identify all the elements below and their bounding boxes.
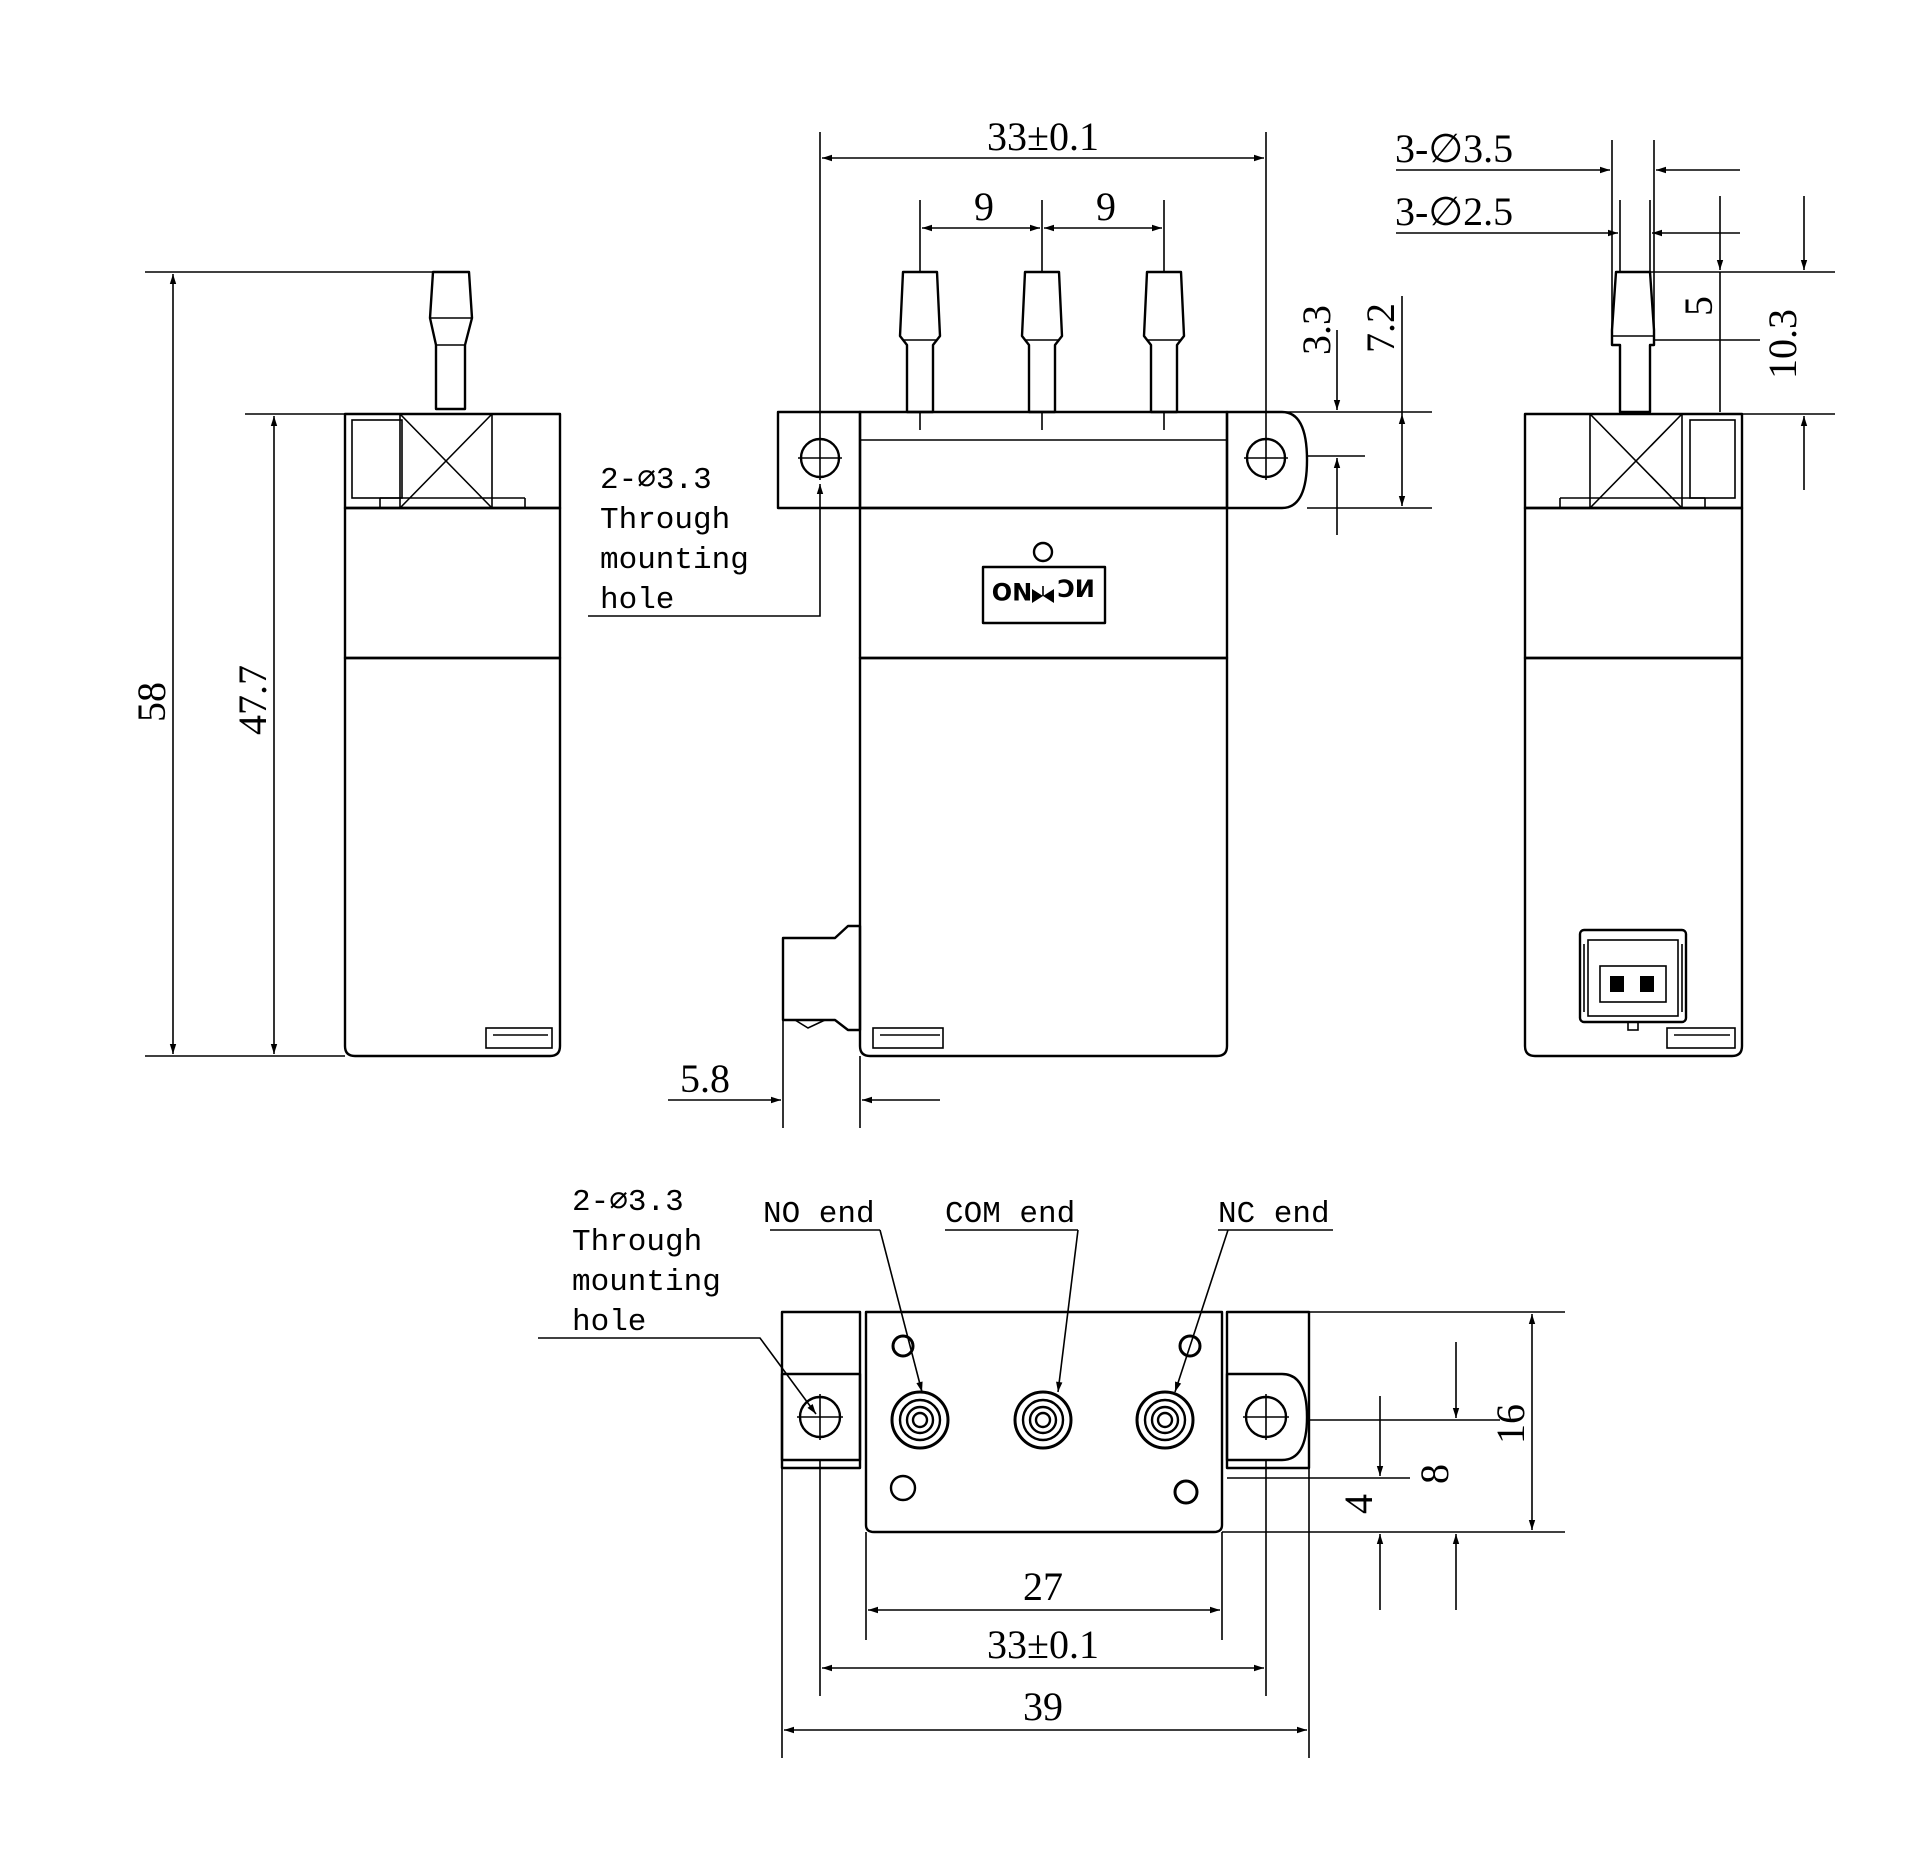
dim-top-width: 33±0.1 bbox=[819, 114, 1267, 436]
mount-hole-note-top: 2-∅3.3 Through mounting hole bbox=[588, 463, 824, 618]
screw-hole bbox=[1178, 1334, 1202, 1358]
note-line: 2-∅3.3 bbox=[600, 463, 712, 498]
mounting-hole bbox=[1244, 436, 1288, 480]
dim-9-right-label: 9 bbox=[1096, 184, 1116, 229]
dim-39-label: 39 bbox=[1023, 1684, 1063, 1729]
dim-port-pitch: 9 9 bbox=[919, 184, 1165, 272]
dim-9-left-label: 9 bbox=[974, 184, 994, 229]
dim-5-label: 5 bbox=[1676, 296, 1721, 316]
dim-barb-length: 5 bbox=[1650, 196, 1835, 412]
label-nc-end: NC end bbox=[1218, 1197, 1330, 1232]
label-nc: NC bbox=[1057, 575, 1095, 603]
dim-33-bottom-label: 33±0.1 bbox=[987, 1622, 1099, 1667]
screw-hole bbox=[889, 1474, 917, 1502]
dim-body-height: 47.7 bbox=[230, 413, 345, 1054]
dim-10-3-label: 10.3 bbox=[1760, 309, 1805, 379]
port-nozzle bbox=[1020, 270, 1064, 430]
screw-hole bbox=[1173, 1479, 1199, 1505]
dim-33-top-label: 33±0.1 bbox=[987, 114, 1099, 159]
port-labels: NO end COM end NC end bbox=[763, 1197, 1333, 1393]
dim-overall-height: 58 bbox=[129, 271, 433, 1057]
dim-58-label: 58 bbox=[129, 682, 174, 722]
bottom-view bbox=[780, 1310, 1311, 1534]
dim-od-label: 3-∅3.5 bbox=[1395, 126, 1513, 171]
dim-flange: 3.3 7.2 bbox=[1227, 296, 1432, 535]
label-no: NO bbox=[992, 577, 1033, 605]
port-no bbox=[890, 1390, 950, 1450]
dim-5-8-label: 5.8 bbox=[680, 1056, 730, 1101]
dim-8-label: 8 bbox=[1412, 1464, 1457, 1484]
dim-bottom-widths: 27 33±0.1 39 bbox=[781, 1460, 1310, 1758]
label-no-end: NO end bbox=[763, 1197, 875, 1232]
note-line: 2-∅3.3 bbox=[572, 1185, 684, 1220]
left-side-view bbox=[343, 270, 562, 1058]
screw-hole bbox=[891, 1334, 915, 1358]
dim-3-3-label: 3.3 bbox=[1294, 305, 1339, 355]
note-line: mounting bbox=[572, 1265, 721, 1300]
dim-7-2-label: 7.2 bbox=[1358, 303, 1403, 353]
note-line: hole bbox=[600, 583, 674, 618]
dim-27-label: 27 bbox=[1023, 1564, 1063, 1609]
label-com-end: COM end bbox=[945, 1197, 1075, 1232]
note-line: Through bbox=[600, 503, 730, 538]
dim-nozzle-length: 10.3 bbox=[1742, 196, 1835, 490]
port-com bbox=[1013, 1390, 1073, 1450]
port-nozzle bbox=[898, 270, 942, 430]
note-line: mounting bbox=[600, 543, 749, 578]
dim-47-7-label: 47.7 bbox=[230, 665, 275, 735]
mounting-hole bbox=[798, 436, 842, 480]
dim-id-label: 3-∅2.5 bbox=[1395, 189, 1513, 234]
flow-label-plate: NO NC bbox=[981, 541, 1107, 625]
dim-16-label: 16 bbox=[1488, 1404, 1533, 1444]
note-line: hole bbox=[572, 1305, 646, 1340]
note-line: Through bbox=[572, 1225, 702, 1260]
front-view: NO NC bbox=[776, 270, 1309, 1058]
dim-connector-offset: 5.8 bbox=[668, 1020, 940, 1128]
dim-port-diameters: 3-∅3.5 3-∅2.5 bbox=[1395, 126, 1740, 330]
port-nozzle bbox=[1142, 270, 1186, 430]
dim-depth: 16 8 4 bbox=[1222, 1311, 1565, 1610]
mounting-hole bbox=[1243, 1394, 1289, 1440]
port-nc bbox=[1135, 1390, 1195, 1450]
electrical-connector bbox=[1578, 928, 1688, 1031]
dim-4-label: 4 bbox=[1336, 1494, 1381, 1514]
mounting-hole bbox=[797, 1394, 843, 1440]
mount-hole-note-bottom: 2-∅3.3 Through mounting hole bbox=[538, 1185, 817, 1415]
right-side-view bbox=[1523, 270, 1744, 1058]
